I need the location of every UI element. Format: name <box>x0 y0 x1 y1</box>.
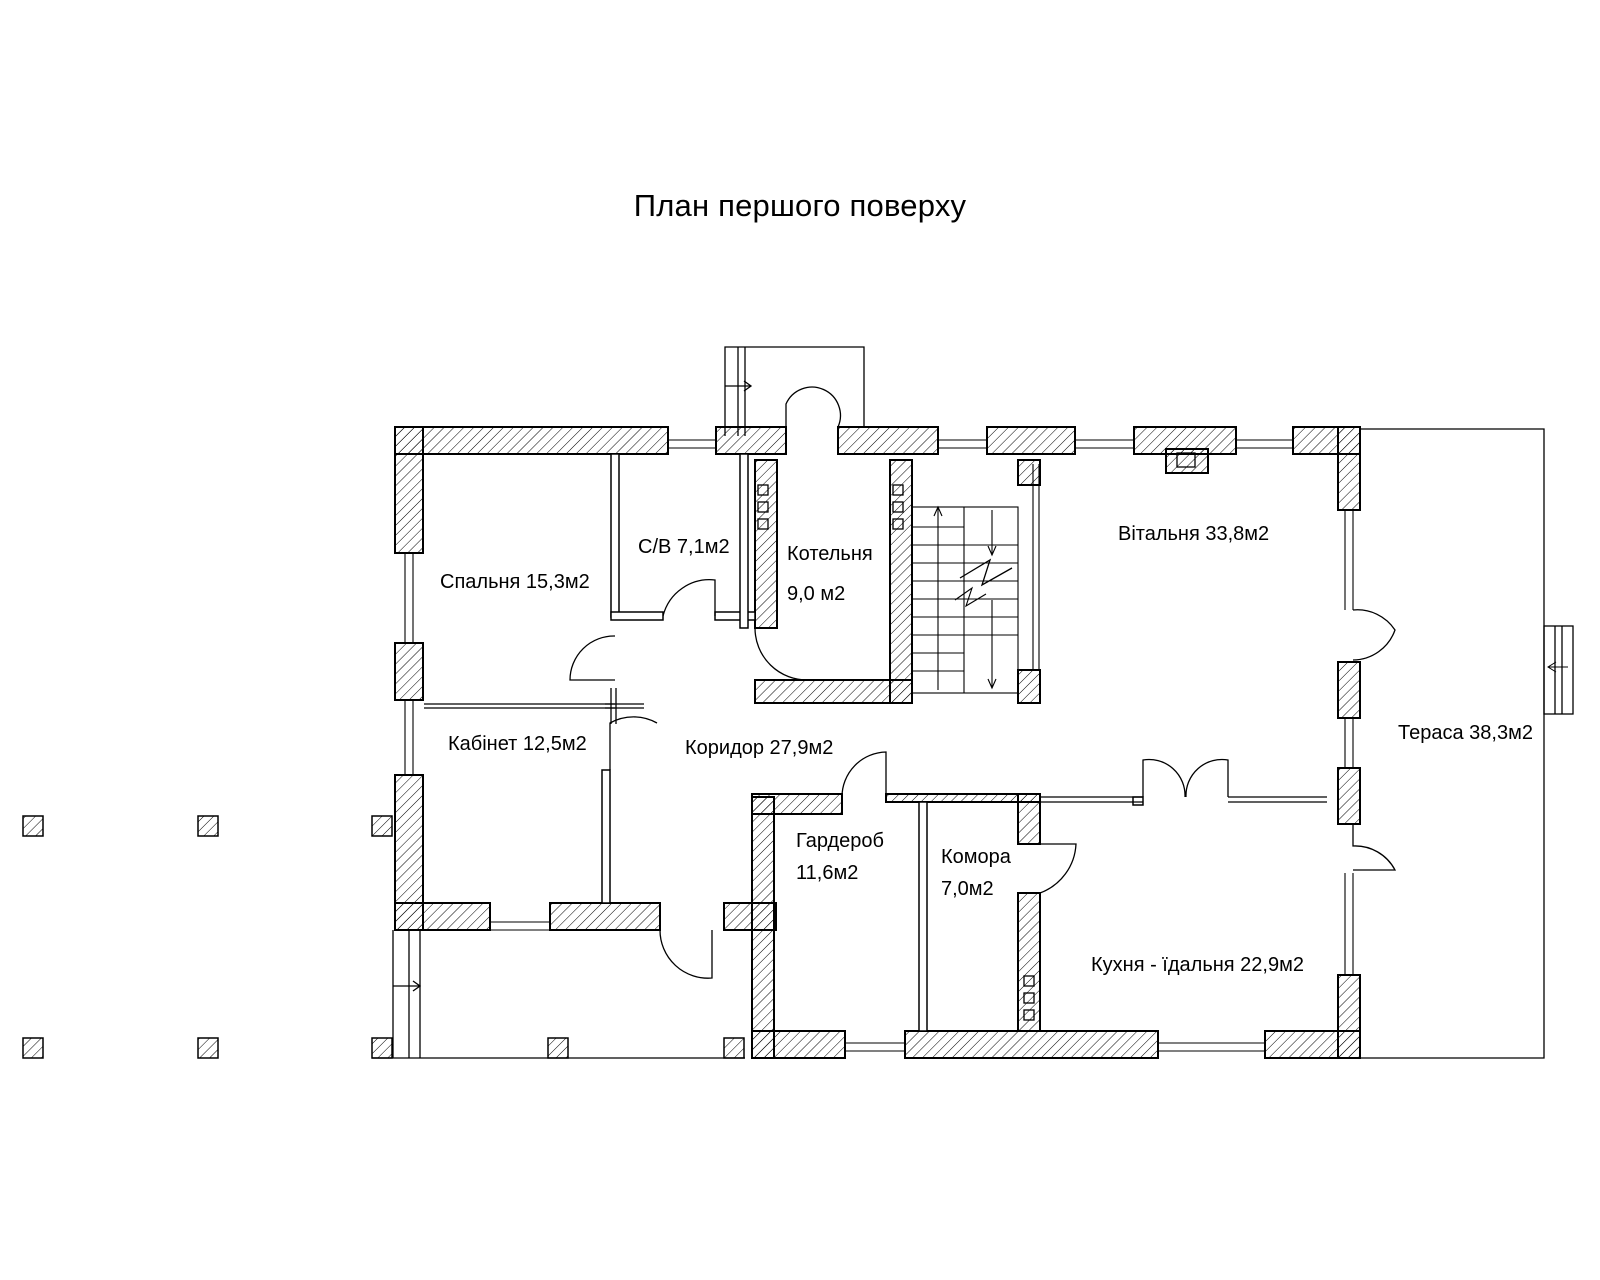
thin-walls <box>601 453 1144 1032</box>
room-label-kitchen: Кухня - їдальня 22,9м2 <box>1091 954 1304 976</box>
terrace-outline <box>1360 428 1574 1059</box>
room-label-wardrobe-area: 11,6м2 <box>796 862 859 884</box>
room-label-pantry-area: 7,0м2 <box>941 878 994 900</box>
column <box>197 815 219 837</box>
living-terrace-door <box>1352 609 1396 661</box>
column <box>371 1037 393 1059</box>
room-label-boiler-area: 9,0 м2 <box>787 583 846 605</box>
bedroom-door <box>569 635 616 681</box>
room-label-office: Кабінет 12,5м2 <box>448 733 587 755</box>
column <box>22 815 44 837</box>
doors <box>569 386 1397 979</box>
room-label-bathroom: С/В 7,1м2 <box>638 536 730 558</box>
terrace-entry-arrow <box>1547 661 1568 673</box>
corridor-exit-door <box>659 929 713 979</box>
room-label-pantry-name: Комора <box>941 846 1011 868</box>
column <box>371 815 393 837</box>
partition-lines <box>424 688 1327 803</box>
ventilation-ducts <box>757 452 1196 1021</box>
entrance-door <box>785 386 842 428</box>
kitchen-terrace-door <box>1352 824 1397 871</box>
column <box>723 1037 745 1059</box>
column <box>547 1037 569 1059</box>
room-label-wardrobe-name: Гардероб <box>796 830 884 852</box>
room-label-bedroom: Спальня 15,3м2 <box>440 571 590 593</box>
windows <box>404 439 1354 1052</box>
room-label-terrace: Тераса 38,3м2 <box>1398 722 1533 744</box>
wardrobe-door <box>841 751 887 798</box>
bathroom-door <box>662 579 716 617</box>
boiler-door <box>754 627 809 681</box>
columns <box>22 815 745 1059</box>
room-label-corridor: Коридор 27,9м2 <box>685 737 834 759</box>
staircase <box>911 505 1019 694</box>
north-porch <box>724 346 865 436</box>
living-kitchen-door <box>1142 758 1229 798</box>
pantry-door <box>1039 843 1077 894</box>
office-door <box>609 716 658 770</box>
page-title: План першого поверху <box>633 188 967 223</box>
room-label-living: Вітальня 33,8м2 <box>1118 523 1270 545</box>
walls <box>394 426 1361 1059</box>
column <box>22 1037 44 1059</box>
room-label-boiler-name: Котельня <box>787 543 873 565</box>
column <box>197 1037 219 1059</box>
